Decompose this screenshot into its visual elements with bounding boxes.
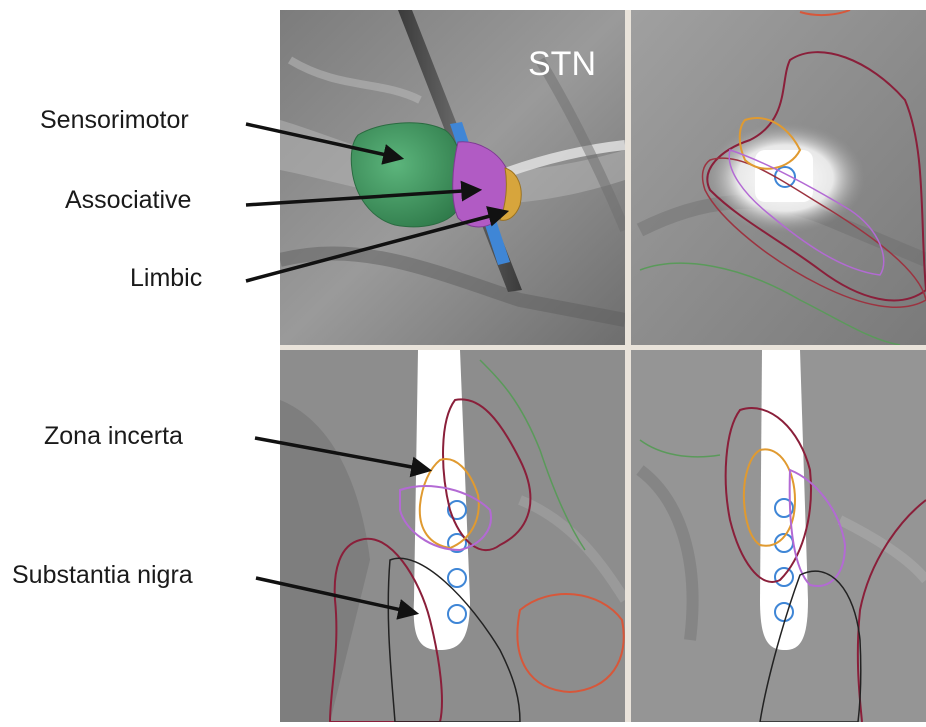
panel-top-left: STN: [280, 10, 625, 345]
electrode-artifact: [414, 350, 470, 650]
label-zona-incerta: Zona incerta: [44, 424, 183, 449]
label-limbic: Limbic: [130, 266, 202, 291]
label-sensorimotor: Sensorimotor: [40, 108, 189, 133]
panel-top-right: [631, 10, 926, 345]
panel-divider-horizontal: [280, 345, 926, 350]
panel-divider-vertical: [625, 10, 631, 722]
panel-bottom-right: [631, 350, 926, 722]
label-associative: Associative: [65, 188, 191, 213]
panel-bottom-left: [280, 350, 625, 722]
label-substantia-nigra: Substantia nigra: [12, 563, 193, 588]
panel-title: STN: [528, 45, 596, 83]
